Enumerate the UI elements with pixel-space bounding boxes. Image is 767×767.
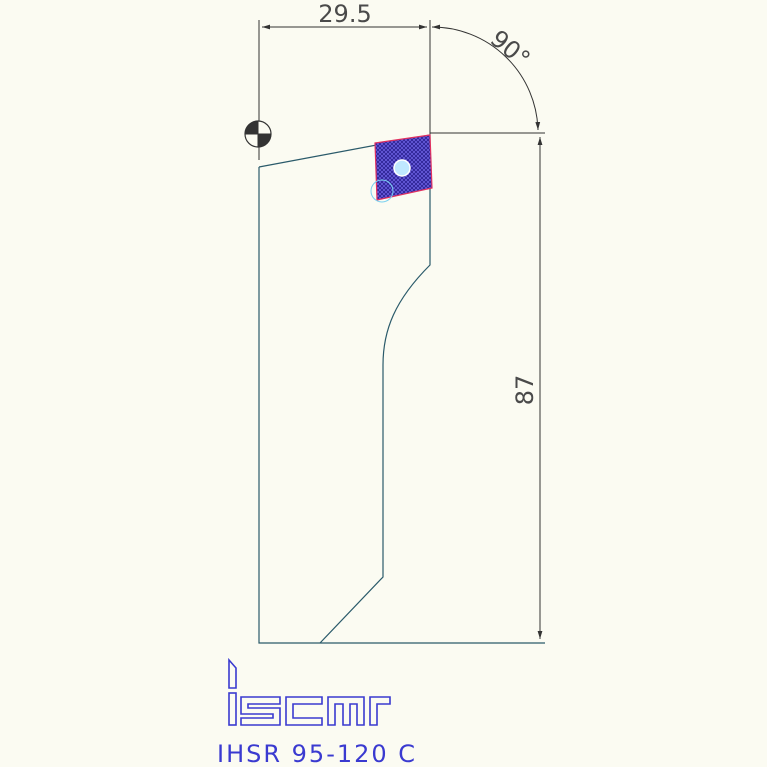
corner-radius-circle [370, 179, 394, 203]
insert-hole [393, 159, 411, 177]
tool-body-outline [258, 134, 545, 644]
height-dimension: 87 [511, 137, 543, 639]
angle-dimension-label: 90° [485, 24, 536, 73]
width-dimension: 29.5 [262, 0, 427, 30]
cutting-insert [370, 134, 433, 203]
width-dimension-label: 29.5 [318, 0, 371, 28]
product-code: IHSR 95-120 C [217, 740, 417, 767]
brand-logo: iscar [228, 657, 391, 726]
angle-dimension: 90° [431, 24, 541, 131]
height-dimension-label: 87 [511, 375, 539, 406]
quartered-circle-icon [244, 120, 272, 148]
